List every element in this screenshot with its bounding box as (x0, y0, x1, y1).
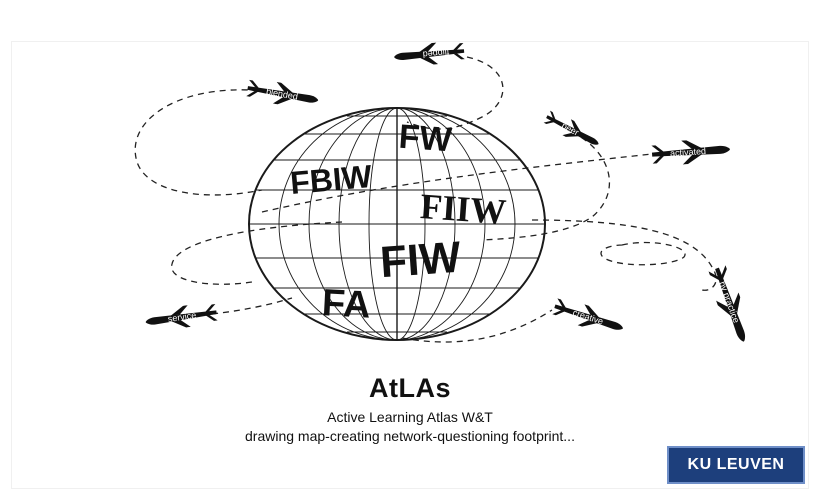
flight-path-creative (401, 309, 553, 343)
plane-service: service (144, 301, 219, 333)
plane-blended: blended (245, 77, 321, 112)
plane-peer: peer (542, 108, 603, 153)
flight-path-peer (481, 131, 611, 241)
plane-label-activated: activated (670, 146, 707, 158)
globe-label-fa: FA (321, 282, 372, 326)
globe (248, 107, 546, 341)
slide: FW FBIW FIIW FIW FA flipped blended (12, 42, 808, 488)
plane-label-service: service (167, 310, 197, 324)
globe-labels: FW FBIW FIIW FIW FA (289, 118, 508, 327)
subtitle: Active Learning Atlas W&T (327, 409, 493, 425)
flight-path-big-loop (531, 219, 717, 291)
ku-leuven-logo: KU LEUVEN (667, 446, 805, 484)
plane-creative: creative (551, 295, 627, 339)
atlas-diagram: FW FBIW FIIW FIW FA flipped blended (134, 42, 755, 346)
flight-path-service (211, 297, 293, 315)
flight-path-small-loop (600, 241, 686, 266)
flight-path-activated (261, 153, 653, 213)
flight-path-orbit (171, 221, 343, 285)
plane-by-practice: by practice (705, 264, 755, 346)
globe-label-fiiw: FIIW (419, 186, 508, 232)
plane-activated: activated (651, 137, 731, 167)
page-title: AtLAs (369, 373, 451, 403)
tagline: drawing map-creating network-questioning… (245, 428, 575, 444)
flight-path-flipped (406, 56, 504, 130)
plane-label-flipped: flipped (422, 47, 449, 59)
globe-label-fbiw: FBIW (289, 158, 374, 201)
globe-label-fiw: FIW (379, 233, 463, 288)
flight-path-blended (134, 89, 303, 196)
globe-label-fw: FW (398, 118, 454, 160)
plane-flipped: flipped (393, 42, 466, 68)
flight-paths (134, 56, 717, 343)
